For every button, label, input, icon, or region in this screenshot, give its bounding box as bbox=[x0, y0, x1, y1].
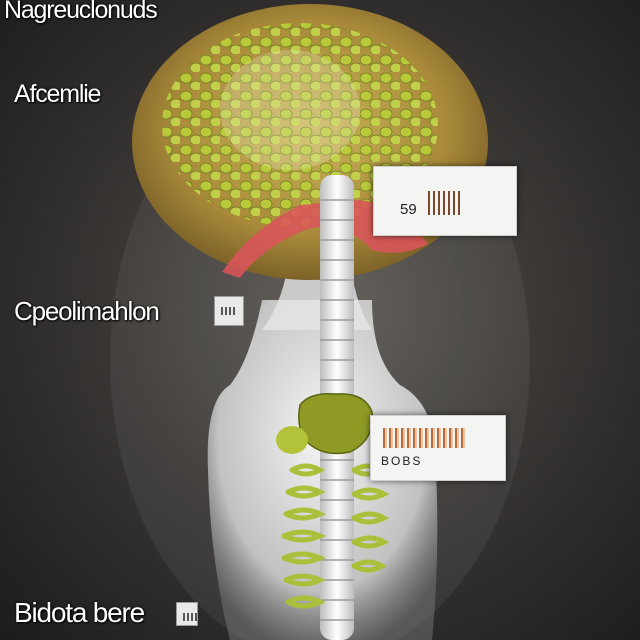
brain-cells bbox=[162, 23, 438, 227]
label-top: Nagreuclonuds bbox=[4, 0, 158, 24]
barcode-graphic bbox=[383, 428, 467, 448]
label-icon-box bbox=[176, 602, 199, 626]
brain-highlight bbox=[220, 50, 360, 170]
callout-upper: 59 bbox=[373, 166, 517, 236]
barcode-graphic bbox=[428, 191, 462, 215]
callout-lower-value: BOBS bbox=[381, 454, 423, 468]
label-bottom: Bidota bere bbox=[14, 597, 145, 628]
label-mid: Afcemlie bbox=[14, 80, 101, 108]
callout-lower: BOBS bbox=[370, 415, 506, 481]
green-lobe bbox=[276, 426, 308, 454]
label-center: Cpeolimahlon bbox=[14, 296, 160, 326]
label-icon-box bbox=[214, 296, 244, 326]
olive-organ bbox=[298, 392, 374, 455]
callout-upper-value: 59 bbox=[400, 201, 417, 218]
